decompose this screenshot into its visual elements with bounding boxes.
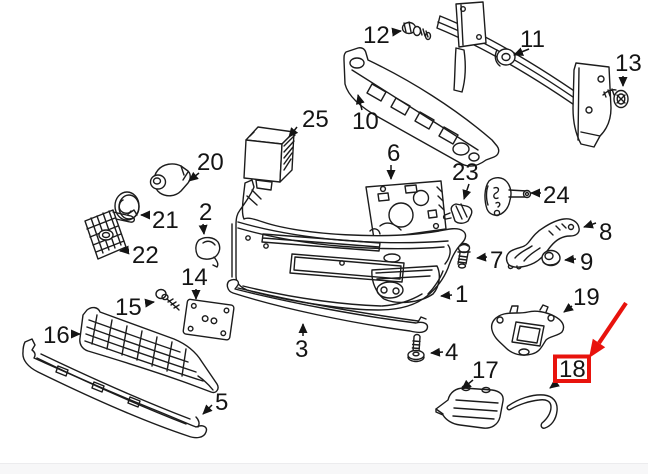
leader-arrow-1 xyxy=(440,290,453,300)
callout-label-4: 4 xyxy=(445,339,458,366)
callout-7[interactable]: 7 xyxy=(476,247,503,274)
callouts-layer: 1 2 3 4 5 6 7 8 xyxy=(43,22,642,416)
leader-arrow-4 xyxy=(430,347,444,357)
callout-label-3: 3 xyxy=(295,336,308,363)
part-13-screw xyxy=(602,88,629,109)
callout-19[interactable]: 19 xyxy=(563,284,600,313)
part-16-lower-grille xyxy=(79,306,219,394)
part-2-washer-nozzle-cover xyxy=(195,236,221,268)
page-footer-strip xyxy=(0,463,648,474)
callout-21[interactable]: 21 xyxy=(140,207,179,234)
part-21-retaining-ring xyxy=(114,191,140,221)
callout-label-14: 14 xyxy=(181,264,208,291)
leader-arrow-5 xyxy=(202,404,213,415)
part-17-fog-lamp-grille xyxy=(435,384,504,429)
part-1-bumper-cover xyxy=(231,179,467,311)
callout-label-25: 25 xyxy=(302,106,329,133)
part-14-license-plate-bracket xyxy=(182,298,235,341)
callout-label-24: 24 xyxy=(543,182,570,209)
part-3-front-spoiler-strip xyxy=(226,278,429,334)
callout-label-17: 17 xyxy=(472,357,499,384)
part-20-parking-sensor xyxy=(149,163,191,197)
callout-25[interactable]: 25 xyxy=(288,106,329,138)
leader-arrow-25 xyxy=(288,126,299,138)
part-19-side-support-bracket xyxy=(490,304,565,356)
callout-8[interactable]: 8 xyxy=(583,219,612,246)
leader-arrow-2 xyxy=(198,223,208,235)
callout-label-10: 10 xyxy=(352,108,379,135)
callout-22[interactable]: 22 xyxy=(119,242,159,269)
highlight-arrow-shaft xyxy=(597,301,628,345)
part-23-sensor xyxy=(442,203,473,224)
callout-label-1: 1 xyxy=(455,281,468,308)
callout-label-18: 18 xyxy=(559,356,586,383)
leader-arrow-7 xyxy=(476,252,488,262)
callout-label-12: 12 xyxy=(363,22,390,49)
part-15-screw xyxy=(155,288,180,311)
callout-20[interactable]: 20 xyxy=(188,149,224,182)
part-24-bracket xyxy=(484,177,532,217)
diagram-art xyxy=(22,1,629,439)
callout-15[interactable]: 15 xyxy=(115,294,155,321)
part-4-screw xyxy=(407,333,425,363)
leader-arrow-11 xyxy=(513,47,530,56)
callout-label-7: 7 xyxy=(490,247,503,274)
callout-label-9: 9 xyxy=(580,249,593,276)
callout-4[interactable]: 4 xyxy=(430,339,458,366)
part-9-grommet xyxy=(541,249,561,267)
leader-arrow-9 xyxy=(564,254,577,264)
leader-arrow-22 xyxy=(119,245,130,255)
callout-label-8: 8 xyxy=(599,219,612,246)
callout-24[interactable]: 24 xyxy=(530,182,570,209)
leader-arrow-23 xyxy=(462,183,472,200)
part-18-trim-strip xyxy=(506,394,558,429)
leader-arrow-8 xyxy=(583,219,597,229)
callout-23[interactable]: 23 xyxy=(452,159,479,200)
callout-label-19: 19 xyxy=(573,284,600,311)
callout-17[interactable]: 17 xyxy=(461,357,499,390)
leader-arrow-19 xyxy=(563,303,574,313)
callout-10[interactable]: 10 xyxy=(352,94,379,135)
callout-label-22: 22 xyxy=(132,242,159,269)
callout-label-2: 2 xyxy=(199,199,212,226)
callout-label-6: 6 xyxy=(387,140,400,167)
callout-6[interactable]: 6 xyxy=(386,140,400,180)
callout-label-16: 16 xyxy=(43,322,70,349)
callout-9[interactable]: 9 xyxy=(564,249,593,276)
leader-arrow-17 xyxy=(461,379,474,390)
highlight-annotation xyxy=(553,301,628,383)
callout-label-23: 23 xyxy=(452,159,479,186)
callout-14[interactable]: 14 xyxy=(181,264,208,300)
callout-label-20: 20 xyxy=(197,149,224,176)
highlight-arrow-head xyxy=(589,338,606,358)
callout-label-13: 13 xyxy=(615,50,642,77)
leader-arrow-12 xyxy=(391,27,402,37)
callout-16[interactable]: 16 xyxy=(43,322,81,349)
callout-label-21: 21 xyxy=(152,207,179,234)
callout-1[interactable]: 1 xyxy=(440,281,468,308)
callout-11[interactable]: 11 xyxy=(513,26,545,56)
part-25-control-module xyxy=(243,126,296,191)
callout-3[interactable]: 3 xyxy=(295,323,308,363)
leader-arrow-20 xyxy=(188,171,200,182)
callout-label-5: 5 xyxy=(215,389,228,416)
callout-2[interactable]: 2 xyxy=(198,199,212,235)
callout-label-11: 11 xyxy=(520,26,545,53)
callout-12[interactable]: 12 xyxy=(363,22,402,49)
callout-label-15: 15 xyxy=(115,294,142,321)
leader-arrow-15 xyxy=(144,298,155,308)
part-6-mounting-bracket xyxy=(365,180,447,240)
part-5-lower-spoiler xyxy=(22,338,208,439)
callout-5[interactable]: 5 xyxy=(202,389,228,416)
leader-arrow-10 xyxy=(355,94,365,111)
highlight-box-18 xyxy=(553,354,591,383)
part-10-impact-absorber xyxy=(343,47,500,167)
part-12-bolt xyxy=(401,21,432,41)
part-7-screw xyxy=(457,242,471,269)
part-11-bumper-reinforcement xyxy=(436,1,612,148)
callout-13[interactable]: 13 xyxy=(615,50,642,87)
